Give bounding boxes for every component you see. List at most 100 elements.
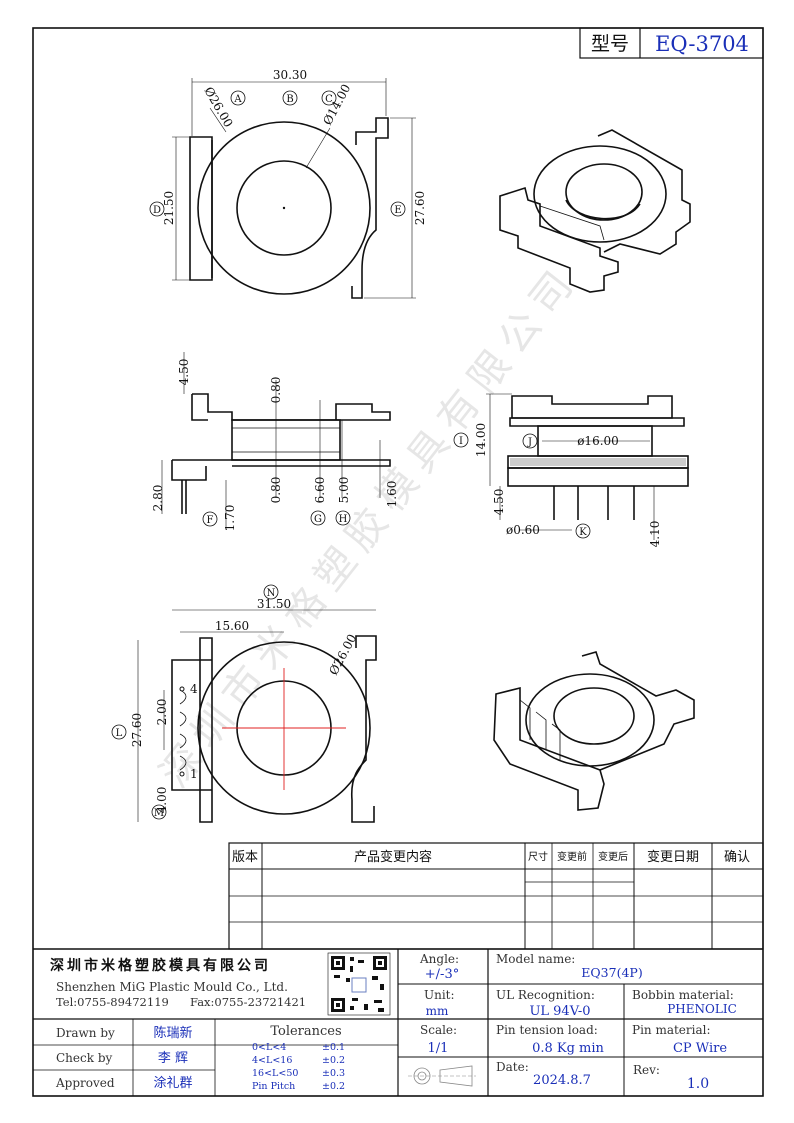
- tol-value-3: ±0.3: [322, 1068, 345, 1079]
- dim-height-right: 27.60: [413, 191, 427, 225]
- pin-material-value: CP Wire: [673, 1041, 727, 1056]
- callout-n: N: [267, 588, 276, 599]
- rev-header-version: 版本: [232, 850, 258, 865]
- callout-f: F: [207, 515, 214, 526]
- rev-header-after: 变更后: [598, 850, 628, 863]
- drawn-by-value: 陈瑞新: [153, 1025, 192, 1041]
- callout-m: M: [154, 808, 164, 819]
- scale-value: 1/1: [428, 1041, 449, 1056]
- sheet-border: [32, 27, 764, 1097]
- dim-bottom-half: 15.60: [215, 619, 249, 633]
- ul-label: UL Recognition:: [496, 988, 595, 1002]
- rev-header-content: 产品变更内容: [354, 849, 432, 865]
- bobbin-value: PHENOLIC: [667, 1002, 737, 1016]
- callout-k: K: [579, 527, 587, 538]
- callout-a: A: [233, 94, 242, 105]
- dim-bottom-pitch: 2.00: [155, 699, 169, 726]
- date-label: Date:: [496, 1060, 529, 1074]
- dim-side-t2: 0.80: [269, 477, 283, 504]
- model-name-label: Model name:: [496, 952, 575, 966]
- unit-value: mm: [426, 1004, 449, 1018]
- dim-front-pin-len: 4.50: [492, 489, 506, 516]
- rev-header-size: 尺寸: [528, 850, 548, 863]
- pin-material-label: Pin material:: [632, 1023, 711, 1037]
- tol-range-2: 4<L<16: [252, 1055, 292, 1066]
- company-fax: Fax:0755-23721421: [190, 995, 306, 1009]
- isometric-view-bottom: [493, 651, 695, 811]
- dim-front-h: 14.00: [474, 423, 488, 457]
- rev-header-date: 变更日期: [647, 849, 699, 865]
- callout-c: C: [325, 94, 333, 105]
- company-tel: Tel:0755-89472119: [56, 995, 169, 1009]
- ul-value: UL 94V-0: [529, 1004, 590, 1019]
- dim-side-p2: 1.70: [223, 505, 237, 532]
- approved-value: 涂礼群: [153, 1075, 192, 1091]
- tension-label: Pin tension load:: [496, 1023, 598, 1037]
- dim-front-core: ø16.00: [577, 434, 619, 448]
- check-by-label: Check by: [56, 1051, 113, 1065]
- dim-width-total: 30.30: [273, 68, 307, 82]
- company-name-en: Shenzhen MiG Plastic Mould Co., Ltd.: [56, 980, 288, 994]
- callout-i: I: [459, 436, 463, 447]
- tol-range-1: 0<L<4: [252, 1042, 286, 1053]
- tol-range-4: Pin Pitch: [252, 1081, 295, 1092]
- callout-j: J: [527, 437, 532, 448]
- date-value: 2024.8.7: [533, 1073, 591, 1088]
- rev-value: 1.0: [687, 1076, 709, 1092]
- callout-g: G: [314, 514, 322, 525]
- rev-header-before: 变更前: [557, 850, 587, 863]
- dim-side-d3: 1.60: [385, 481, 399, 508]
- tol-value-4: ±0.2: [322, 1081, 345, 1092]
- angle-value: +/-3°: [425, 967, 459, 982]
- dim-bottom-height: 27.60: [130, 713, 144, 747]
- dim-front-pin-dia: ø0.60: [506, 523, 540, 537]
- callout-e: E: [394, 205, 401, 216]
- callout-h: H: [339, 514, 348, 525]
- revision-table: 版本 产品变更内容 尺寸 变更前 变更后 变更日期 确认: [228, 842, 764, 950]
- tension-value: 0.8 Kg min: [532, 1041, 604, 1056]
- model-number: EQ-3704: [655, 32, 749, 56]
- qr-code: [327, 952, 391, 1016]
- bottom-view: 4 1 31.50 15.60 Ø26.00 27.60 2.00 4.00 N…: [111, 584, 377, 823]
- projection-symbol: [408, 1065, 476, 1087]
- bobbin-label: Bobbin material:: [632, 988, 734, 1002]
- company-name-cn: 深圳市米格塑胶模具有限公司: [50, 957, 271, 974]
- callout-d: D: [153, 205, 161, 216]
- unit-label: Unit:: [424, 988, 455, 1002]
- dim-bottom-pin-off: 4.00: [155, 787, 169, 814]
- isometric-view-top: [499, 129, 691, 293]
- top-view: 30.30 21.50 27.60 Ø26.00 Ø14.00 A B C D …: [149, 68, 427, 299]
- dim-bottom-dia: Ø26.00: [326, 632, 359, 678]
- pin-number-4: 4: [190, 682, 198, 696]
- scale-label: Scale:: [420, 1023, 457, 1037]
- angle-label: Angle:: [419, 952, 459, 966]
- drawn-by-label: Drawn by: [56, 1026, 115, 1040]
- dim-side-d1: 6.60: [313, 477, 327, 504]
- rev-label: Rev:: [633, 1063, 660, 1077]
- tolerances-title: Tolerances: [270, 1024, 341, 1039]
- model-label: 型号: [591, 33, 629, 55]
- title-block: 深圳市米格塑胶模具有限公司 Shenzhen MiG Plastic Mould…: [33, 948, 763, 1096]
- dim-side-h1: 4.50: [177, 359, 191, 386]
- side-view: 4.50 0.80 0.80 6.60 5.00 1.60 2.80 1.70 …: [151, 352, 399, 531]
- tol-value-2: ±0.2: [322, 1055, 345, 1066]
- tol-range-3: 16<L<50: [252, 1068, 298, 1079]
- front-view: 14.00 ø16.00 4.50 ø0.60 4.10 I J K: [453, 393, 689, 548]
- dim-side-t1: 0.80: [269, 377, 283, 404]
- pin-number-1: 1: [190, 767, 198, 781]
- rev-header-confirm: 确认: [724, 850, 750, 865]
- callout-l: L: [116, 728, 123, 739]
- dim-side-p1: 2.80: [151, 485, 165, 512]
- check-by-value: 李 辉: [158, 1051, 188, 1066]
- dim-bottom-width: 31.50: [257, 597, 291, 611]
- model-name-value: EQ37(4P): [581, 965, 642, 980]
- dim-side-d2: 5.00: [337, 477, 351, 504]
- callout-b: B: [286, 94, 293, 105]
- dim-dia-outer: Ø26.00: [201, 85, 235, 130]
- tol-value-1: ±0.1: [322, 1042, 345, 1053]
- dim-height-left: 21.50: [162, 191, 176, 225]
- approved-label: Approved: [55, 1076, 115, 1090]
- dim-front-pin-h: 4.10: [648, 521, 662, 548]
- model-header: 型号 EQ-3704: [579, 27, 764, 59]
